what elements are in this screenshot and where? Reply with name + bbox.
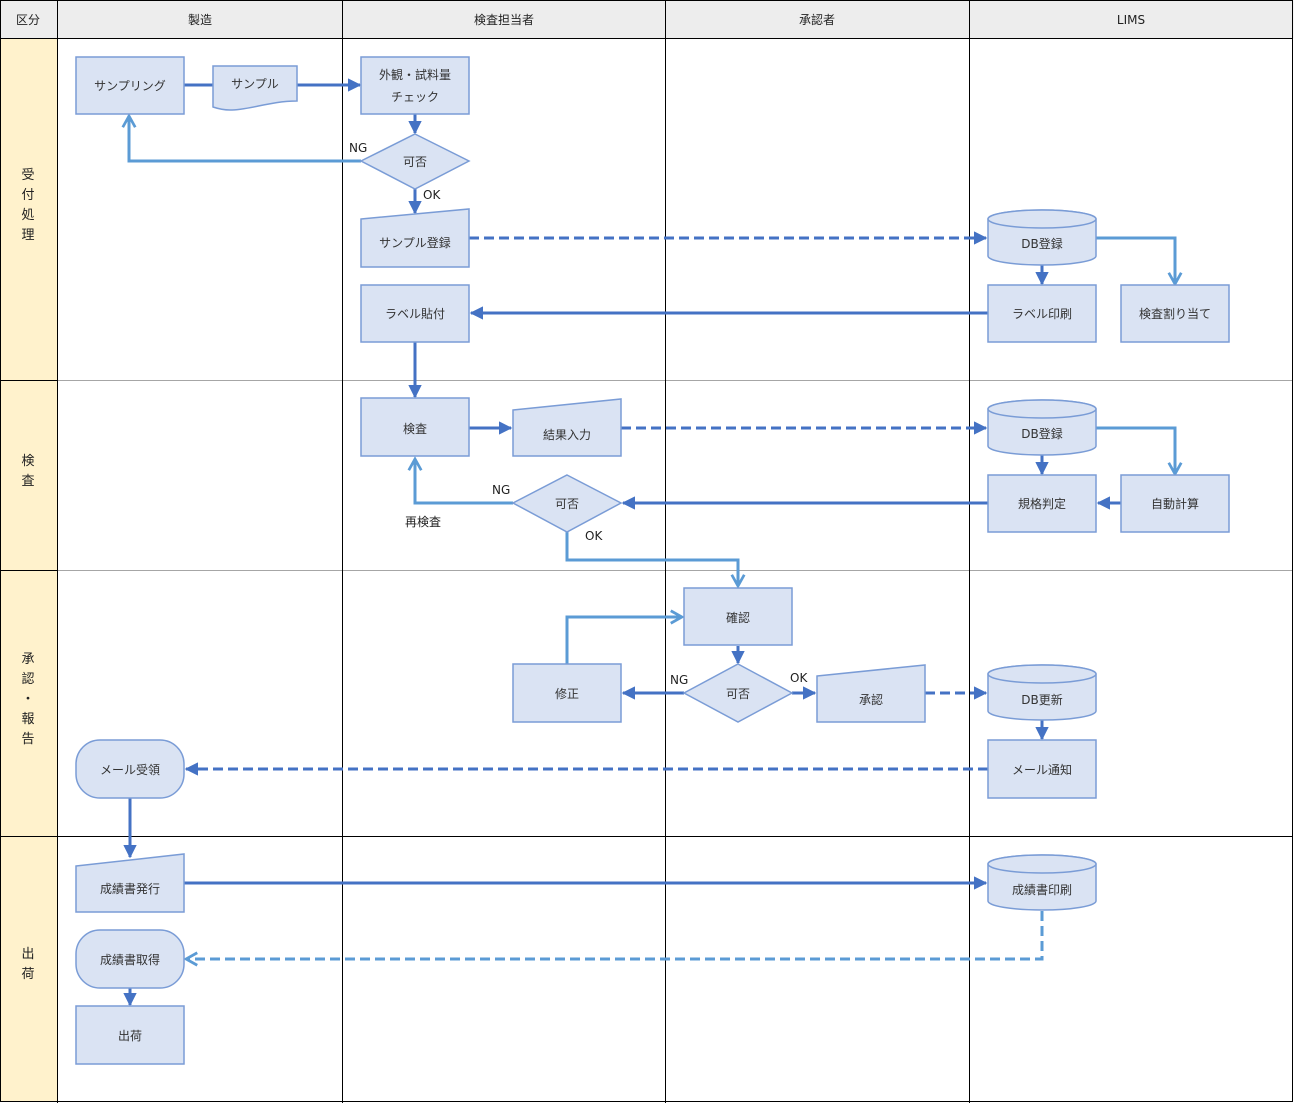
- node-fix[interactable]: 修正: [512, 663, 622, 723]
- node-spec-judge[interactable]: 規格判定: [987, 474, 1097, 533]
- text-line: 承: [21, 652, 34, 667]
- text-line: 認: [21, 671, 34, 687]
- node-auto-calc[interactable]: 自動計算: [1120, 474, 1230, 533]
- text-line: 受: [21, 168, 34, 183]
- text-line: 処: [21, 208, 34, 223]
- node-label: サンプリング: [94, 79, 166, 93]
- node-cert-get[interactable]: 成績書取得: [75, 929, 185, 989]
- connector-decision2-ok-confirm: [565, 532, 738, 586]
- header-column-approver: 承認者: [799, 12, 835, 27]
- node-label: DB登録: [1021, 236, 1062, 251]
- node-label: 検査: [403, 422, 427, 436]
- text-line: 外観・試料量: [379, 67, 451, 82]
- edge-label-ok: OK: [790, 671, 808, 685]
- node-label: 規格判定: [1018, 496, 1066, 511]
- node-label: サンプル登録: [379, 235, 451, 250]
- node-label: 承認: [859, 692, 883, 707]
- edge-label-ok: OK: [423, 188, 441, 202]
- edge-label-ng: NG: [492, 483, 510, 497]
- row-label-reception: 受付処理: [21, 168, 34, 243]
- row-labels: 受付処理 検査 承認・報告 出荷: [21, 168, 34, 982]
- edge-labels: NG OK NG OK 再検査 NG OK: [349, 141, 808, 687]
- text-line: 出: [21, 947, 34, 962]
- node-decision-3[interactable]: 可否: [682, 663, 794, 723]
- text-line: ・: [21, 692, 34, 707]
- row-label-approval-report: 承認・報告: [21, 652, 34, 747]
- connector-decision2-ng-inspection: [415, 459, 513, 505]
- connectors: [129, 78, 1175, 1007]
- node-shipping[interactable]: 出荷: [75, 1005, 185, 1065]
- node-inspection[interactable]: 検査: [360, 397, 470, 457]
- text-line: チェック: [391, 90, 439, 104]
- node-mail-notify[interactable]: メール通知: [987, 739, 1097, 799]
- node-label: 自動計算: [1151, 496, 1199, 511]
- connector-db1-assign: [1096, 236, 1175, 284]
- connector-fix-confirm: [565, 617, 682, 664]
- text-line: 査: [21, 474, 34, 489]
- node-label: 検査割り当て: [1139, 306, 1211, 321]
- row-label-shipping: 出荷: [21, 947, 34, 982]
- header-column-manufacturing: 製造: [188, 13, 212, 27]
- text-line: 付: [21, 188, 34, 203]
- node-label: 成績書取得: [100, 952, 160, 967]
- node-label: DB更新: [1021, 692, 1062, 707]
- edge-label-reinspect: 再検査: [405, 515, 441, 529]
- node-appearance-check[interactable]: 外観・試料量チェック: [360, 56, 470, 115]
- text-line: 荷: [21, 967, 34, 982]
- text-line: 報: [21, 712, 34, 727]
- text-line: 理: [21, 228, 34, 243]
- node-db-register-1[interactable]: DB登録: [987, 209, 1097, 266]
- node-label: 修正: [555, 686, 579, 701]
- header: 区分 製造 検査担当者 承認者 LIMS: [16, 12, 1145, 27]
- text-line: 検: [21, 454, 34, 469]
- edge-label-ng: NG: [349, 141, 367, 155]
- node-inspection-assign[interactable]: 検査割り当て: [1120, 284, 1230, 343]
- node-mail-receive[interactable]: メール受領: [75, 739, 185, 799]
- node-cert-issue[interactable]: 成績書発行: [75, 853, 185, 913]
- node-sample-register[interactable]: サンプル登録: [360, 208, 470, 268]
- connector-certprint-certget: [186, 911, 1044, 959]
- node-label: ラベル印刷: [1012, 307, 1072, 321]
- edge-label-ng: NG: [670, 673, 688, 687]
- node-label: ラベル貼付: [385, 306, 445, 321]
- node-label-attach[interactable]: ラベル貼付: [360, 284, 470, 343]
- node-label: 成績書印刷: [1012, 883, 1072, 897]
- node-label: 確認: [726, 610, 750, 625]
- row-label-inspection: 検査: [21, 454, 34, 489]
- node-label: メール受領: [100, 762, 160, 777]
- connector-db2-autocalc: [1096, 426, 1175, 474]
- header-row-bg: [0, 0, 1294, 39]
- node-decision-1[interactable]: 可否: [359, 133, 471, 190]
- connector-decision1-ng-sampling: [129, 116, 361, 163]
- node-decision-2[interactable]: 可否: [511, 474, 623, 533]
- node-label: サンプル: [231, 77, 279, 91]
- text-line: 告: [21, 732, 34, 747]
- node-db-update[interactable]: DB更新: [987, 664, 1097, 721]
- node-label: 外観・試料量チェック: [379, 67, 451, 104]
- edge-label-ok: OK: [585, 529, 603, 543]
- node-approve[interactable]: 承認: [816, 664, 926, 723]
- header-category: 区分: [16, 13, 40, 27]
- node-label: 可否: [726, 687, 750, 701]
- node-label: 成績書発行: [100, 882, 160, 896]
- header-column-inspector: 検査担当者: [474, 13, 534, 27]
- header-column-lims: LIMS: [1117, 13, 1145, 27]
- node-label: DB登録: [1021, 426, 1062, 441]
- node-label: メール通知: [1012, 763, 1072, 777]
- node-label: 結果入力: [543, 428, 591, 442]
- node-label-print[interactable]: ラベル印刷: [987, 284, 1097, 343]
- node-cert-print[interactable]: 成績書印刷: [987, 854, 1097, 911]
- nodes: サンプリング サンプル 外観・試料量チェック 可否 サンプル登録 DB登録 ラベ…: [75, 56, 1230, 1065]
- node-db-register-2[interactable]: DB登録: [987, 399, 1097, 456]
- node-label: 可否: [555, 497, 579, 511]
- node-label: 出荷: [118, 1029, 142, 1043]
- node-sampling[interactable]: サンプリング: [75, 56, 185, 115]
- node-result-input[interactable]: 結果入力: [512, 398, 622, 457]
- node-confirm[interactable]: 確認: [683, 587, 793, 646]
- node-label: 可否: [403, 155, 427, 169]
- node-sample-document[interactable]: サンプル: [212, 65, 298, 111]
